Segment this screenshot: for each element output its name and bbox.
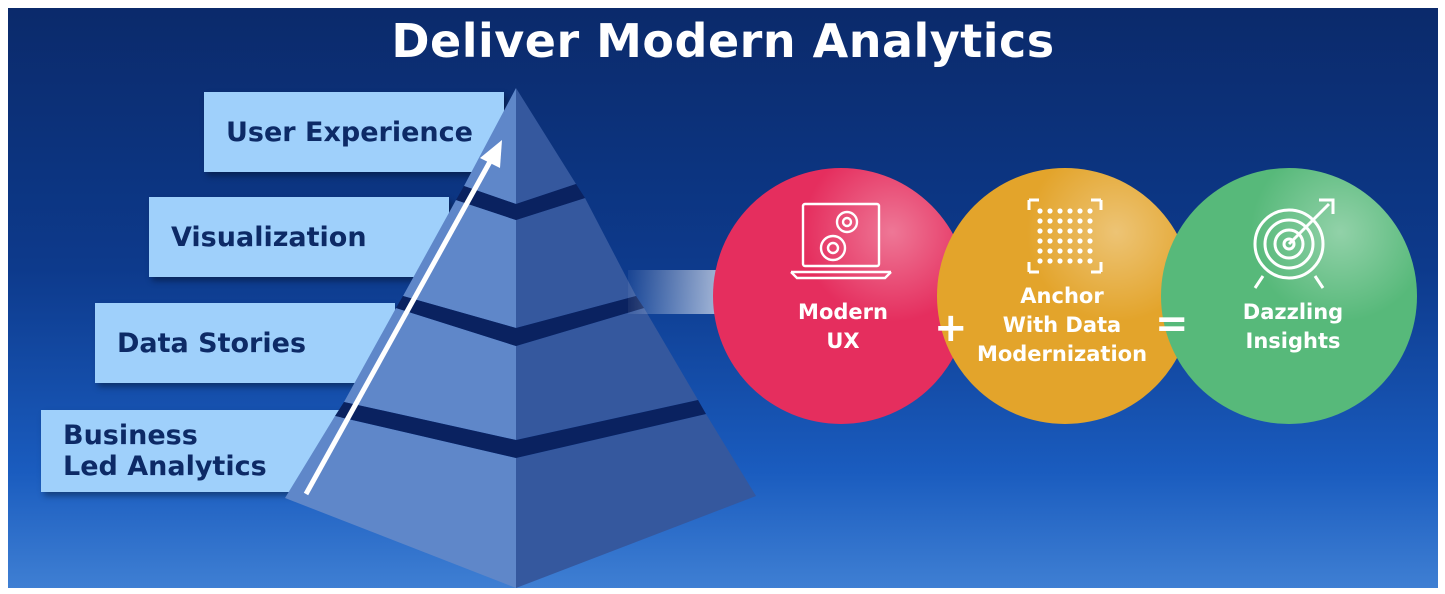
grid-dot [1087,238,1093,244]
grid-dot [1047,258,1053,264]
grid-dot [1037,228,1043,234]
grid-dot [1087,208,1093,214]
slide: Deliver Modern Analytics User Experience… [8,8,1438,588]
label-data-stories: Data Stories [95,303,395,383]
grid-dot [1077,238,1083,244]
grid-dot [1087,228,1093,234]
grid-dot [1057,228,1063,234]
label-business-led-analytics: Business Led Analytics [41,410,341,492]
pyramid-bands [335,184,706,458]
data-grid-icon [1027,198,1103,274]
laptop-gears-icon [790,202,892,280]
grid-dot [1057,218,1063,224]
circle-modern-ux-highlight [713,168,969,424]
pyramid-right-face [516,88,756,588]
term-modern-ux-label: Modern UX [798,300,888,353]
grid-dot [1037,258,1043,264]
grid-dot [1047,248,1053,254]
grid-dot [1067,248,1073,254]
grid-dot [1037,238,1043,244]
circle-dazzling-insights-highlight [1161,168,1417,424]
plus-operator: + [934,305,968,351]
grid-dot [1047,208,1053,214]
grid-dot [1047,228,1053,234]
grid-dot [1057,208,1063,214]
pyramid-left-face [285,88,516,588]
grid-dot [1077,248,1083,254]
grid-dot [1077,228,1083,234]
grid-dot [1057,238,1063,244]
grid-dot [1067,238,1073,244]
grid-dot [1057,248,1063,254]
equals-operator: = [1155,301,1189,347]
growth-arrow [303,140,502,496]
grid-dot [1037,218,1043,224]
grid-dot [1077,258,1083,264]
grid-dot [1077,218,1083,224]
grid-dot [1047,238,1053,244]
grid-dot [1087,218,1093,224]
page-title: Deliver Modern Analytics [391,14,1055,68]
grid-dot [1067,208,1073,214]
circle-anchor-data-highlight [937,168,1193,424]
grid-dot [1067,228,1073,234]
grid-dot [1047,218,1053,224]
term-dazzling-insights-label: Dazzling Insights [1242,300,1344,353]
grid-dot [1037,208,1043,214]
grid-dot [1067,218,1073,224]
grid-dot [1037,248,1043,254]
grid-dot [1087,258,1093,264]
grid-dot [1087,248,1093,254]
grid-dot [1077,208,1083,214]
equation-circles [713,168,1417,424]
term-anchor-data-label: Anchor With Data Modernization [976,284,1148,366]
pyramid-diagram [285,88,1417,588]
label-visualization: Visualization [149,197,449,277]
target-arrow-icon [1253,198,1335,289]
label-user-experience: User Experience [204,92,504,172]
grid-dot [1067,258,1073,264]
grid-dot [1057,258,1063,264]
